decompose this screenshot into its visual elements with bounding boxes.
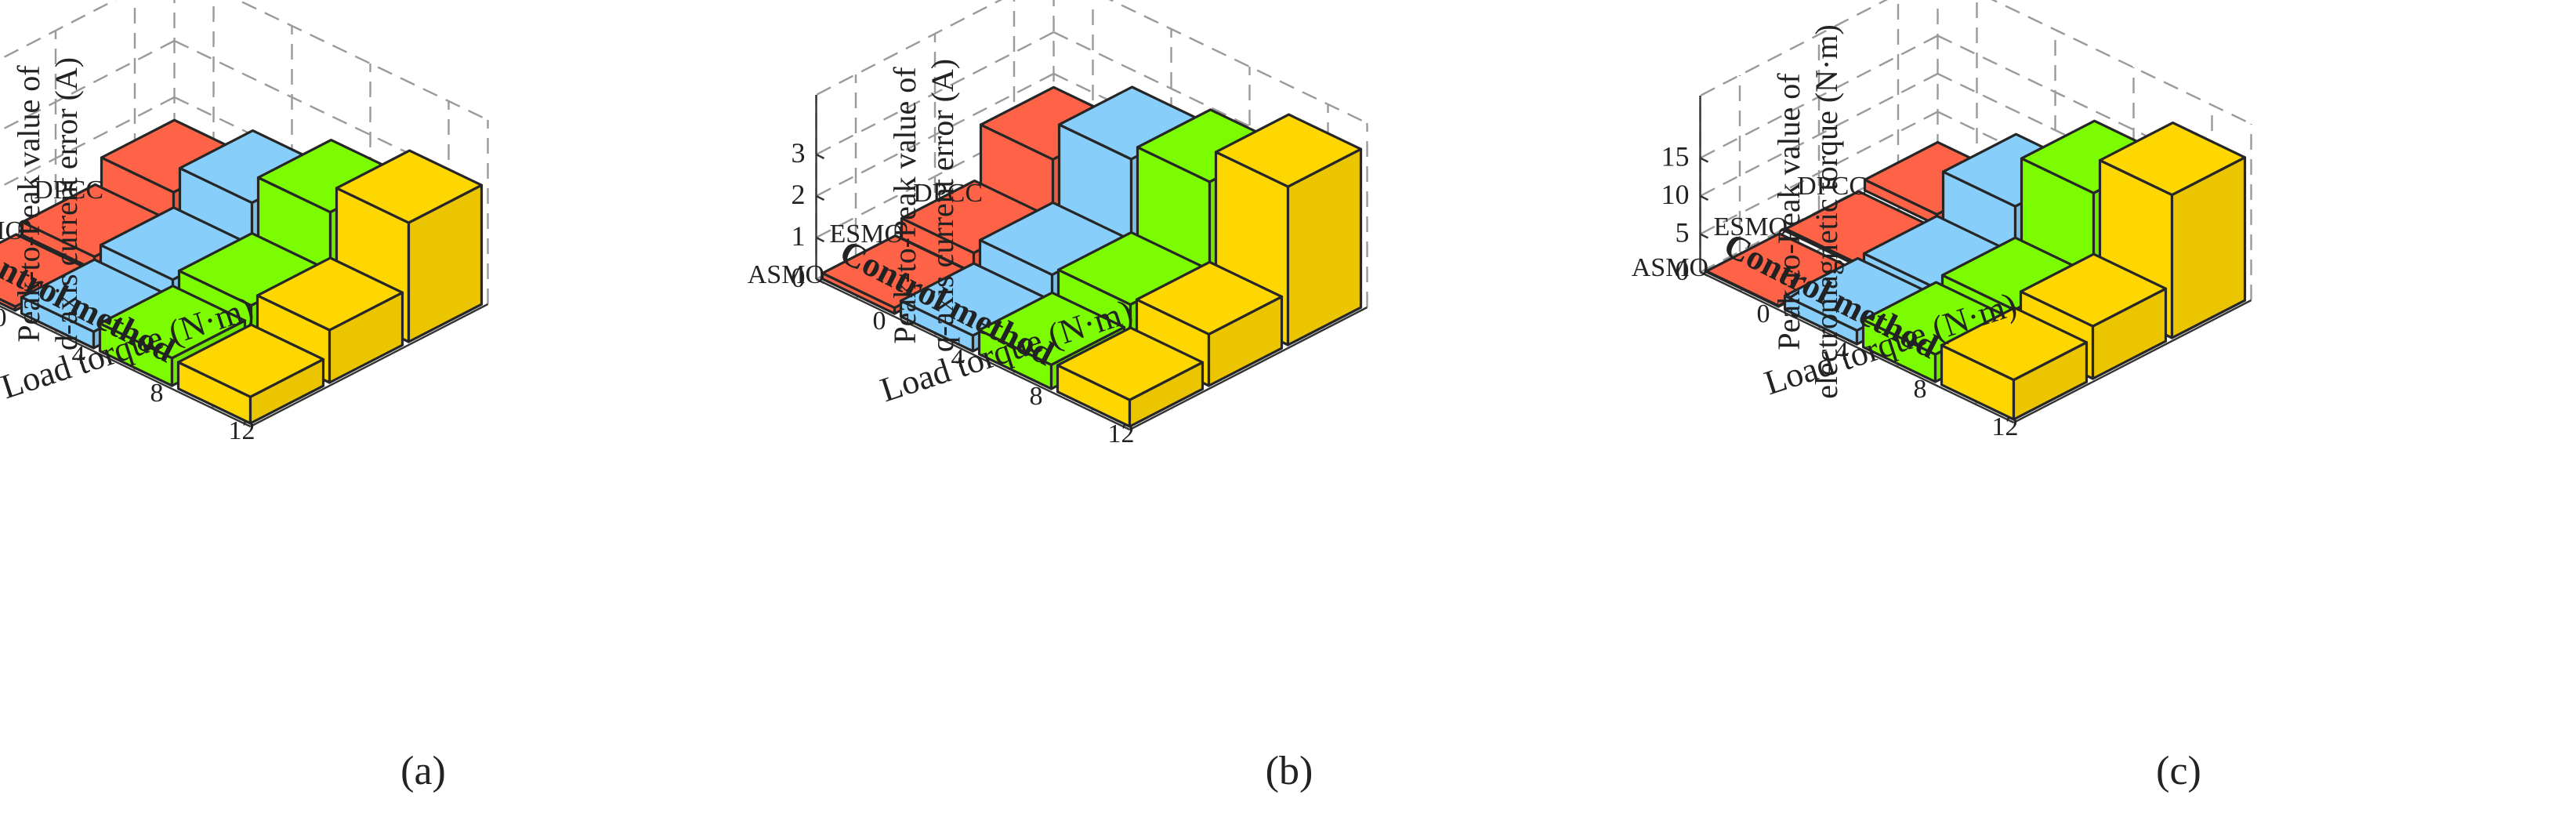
bar-b-dpcc-12 (1214, 113, 1363, 347)
load-torque-tick-label: 4 (951, 344, 965, 373)
z-tick-label: 3 (792, 137, 806, 169)
z-tick-label: 1 (792, 220, 806, 252)
load-torque-tick-label: 4 (1835, 337, 1849, 366)
control-method-tick-label: DPCC (34, 176, 103, 205)
control-method-tick-label: ESMO (0, 216, 24, 245)
load-torque-tick-label: 4 (72, 341, 85, 370)
bar-c-asmo-12 (1940, 307, 2089, 421)
z-tick-label: 5 (1676, 217, 1690, 249)
load-torque-tick-label: 8 (1030, 382, 1043, 411)
bar-b-asmo-12 (1056, 326, 1205, 428)
z-tick-label: 0 (792, 262, 806, 293)
z-tick-label: 0 (1676, 255, 1690, 286)
control-method-tick-label: DPCC (913, 179, 983, 208)
load-torque-tick-label: 12 (229, 416, 255, 445)
svg-text:electromagnetic torque (N·m): electromagnetic torque (N·m) (1809, 24, 1844, 399)
bars-b (821, 85, 1363, 428)
bars-a (0, 118, 484, 425)
bars-c (1705, 119, 2247, 421)
z-axis-a: 012 (0, 303, 489, 428)
load-torque-axis-a: 0 4 8 12 (0, 303, 255, 445)
load-torque-tick-label: 8 (1914, 375, 1927, 404)
z-tick-label: 15 (1661, 141, 1690, 172)
bar-b-esmo-12 (1135, 260, 1284, 387)
load-torque-axis-b: 0 4 8 12 (873, 307, 1135, 448)
z-axis-b: 0 1 2 3 (792, 95, 1368, 431)
z-axis-c: 0 5 10 15 (1661, 96, 2252, 424)
load-torque-tick-label: 8 (150, 379, 164, 408)
panel-label-b: (b) (1266, 749, 1313, 793)
chart-panel-a: 012DPCCESMOASMO04812Load torque (N·m)Con… (0, 0, 489, 445)
load-torque-axis-c: 0 4 8 12 (1757, 299, 2019, 441)
load-torque-tick-label: 12 (1108, 419, 1135, 448)
panel-label-c: (c) (2156, 749, 2201, 793)
z-tick-label: 10 (1661, 179, 1690, 210)
control-method-tick-label: DPCC (1797, 172, 1867, 201)
control-method-tick-label: ASMO (1632, 253, 1708, 282)
panel-label-a: (a) (400, 749, 446, 793)
bar-a-esmo-12 (255, 256, 404, 384)
svg-text:Peak-to-Peak value of: Peak-to-Peak value of (887, 67, 922, 344)
load-torque-tick-label: 12 (1992, 412, 2019, 441)
control-method-tick-label: ESMO (830, 220, 904, 249)
control-method-tick-label: ESMO (1714, 212, 1788, 241)
svg-text:d-axis current error (A): d-axis current error (A) (49, 57, 84, 350)
load-torque-tick-label: 0 (0, 303, 7, 332)
load-torque-tick-label: 0 (873, 307, 886, 336)
z-tick-label: 2 (792, 179, 806, 210)
svg-text:q-axis current error (A): q-axis current error (A) (925, 59, 960, 352)
bar-a-asmo-12 (176, 323, 325, 425)
svg-text:Peak-to-Peak value of: Peak-to-Peak value of (11, 65, 46, 343)
svg-text:Peak-to-Peak value of: Peak-to-Peak value of (1771, 73, 1806, 350)
control-method-tick-label: ASMO (748, 260, 824, 289)
load-torque-tick-label: 0 (1757, 299, 1770, 328)
